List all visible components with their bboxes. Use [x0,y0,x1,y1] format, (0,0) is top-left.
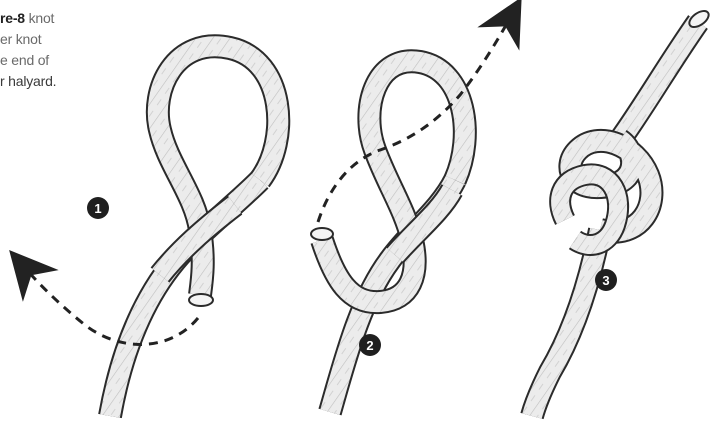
svg-text:1: 1 [94,201,101,216]
step-marker-3: 3 [595,269,617,291]
rope-step-3 [532,8,710,416]
dashed-arrow [318,18,510,222]
rope-step-1 [110,46,278,416]
svg-text:3: 3 [602,273,609,288]
rope-step-2 [311,61,465,412]
step-marker-1: 1 [87,197,109,219]
step-marker-2: 2 [359,334,381,356]
svg-text:2: 2 [366,338,373,353]
